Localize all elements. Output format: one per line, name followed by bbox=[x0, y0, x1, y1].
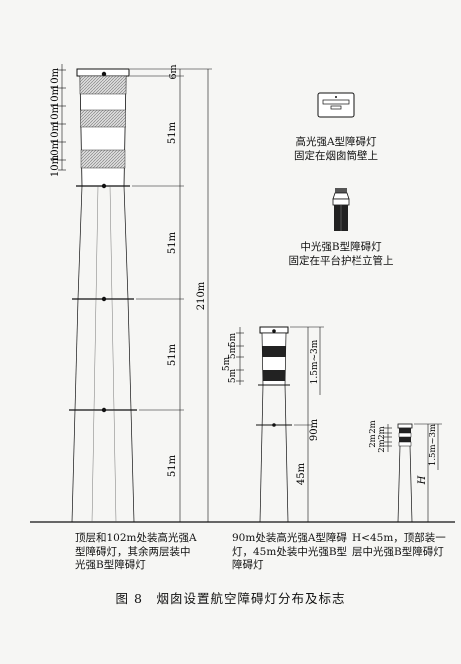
tall-left-dim-3: 10m bbox=[50, 103, 61, 126]
tall-seg-dim-4: 51m bbox=[167, 454, 178, 477]
mid-chimney-caption: 90m处装高光强A型障碍灯，45m处装中光强B型障碍灯 bbox=[232, 532, 348, 571]
mid-left-dim-1: 5m bbox=[228, 332, 238, 347]
mid-left-dim-2: 5m bbox=[228, 344, 238, 359]
tall-total-height: 210m bbox=[196, 281, 207, 310]
mid-left-dim-3: 5m bbox=[222, 356, 232, 371]
small-left-dim-3: 2m bbox=[368, 434, 378, 447]
legend-type-a-icon bbox=[317, 92, 355, 118]
tall-chimney: 10m 10m 10m 10m 10m 10m 6m 51m 51m 51m 5… bbox=[50, 64, 212, 523]
tall-seg-dim-3: 51m bbox=[167, 343, 178, 366]
small-chimney: 2m 2m 2m 2m 1.5m~3m H bbox=[368, 420, 442, 523]
legend-type-b-label: 中光强B型障碍灯 固定在平台护栏立管上 bbox=[288, 241, 394, 267]
small-left-dim-1: 2m bbox=[368, 420, 378, 433]
tall-band-3 bbox=[80, 149, 126, 169]
tall-band-2 bbox=[80, 109, 126, 128]
tall-top-dim: 6m bbox=[168, 64, 179, 79]
small-left-dim-2: 2m bbox=[377, 426, 387, 439]
small-top-range: 1.5m~3m bbox=[428, 424, 438, 466]
tall-seg-dim-1: 51m bbox=[167, 121, 178, 144]
tall-left-dim-5: 10m bbox=[50, 139, 61, 162]
tall-left-dim-1: 10m bbox=[50, 67, 61, 90]
figure-caption: 图 8 烟囱设置航空障碍灯分布及标志 bbox=[115, 591, 346, 606]
tall-left-dim-6: 10m bbox=[50, 154, 61, 177]
tall-top-light bbox=[101, 71, 107, 77]
legend-type-a-label: 高光强A型障碍灯 固定在烟囱筒壁上 bbox=[294, 136, 378, 162]
mid-left-dim-4: 5m bbox=[228, 368, 238, 383]
small-top-cap bbox=[397, 423, 413, 429]
mid-lower-dim: 45m bbox=[296, 462, 307, 485]
mid-height: 90m bbox=[309, 418, 320, 441]
small-height: H bbox=[417, 475, 428, 485]
tall-chimney-caption: 顶层和102m处装高光强A型障碍灯，其余两层装中光强B型障碍灯 bbox=[75, 532, 197, 571]
mid-band-1 bbox=[262, 346, 286, 357]
mid-chimney: 5m 5m 5m 5m 1.5m~3m 90m 45m bbox=[222, 326, 324, 523]
small-left-dim-4: 2m bbox=[377, 439, 387, 452]
tall-left-dim-2: 10m bbox=[50, 85, 61, 108]
mid-top-range: 1.5m~3m bbox=[310, 339, 320, 384]
mid-band-2 bbox=[262, 370, 286, 381]
legend-type-b-icon bbox=[332, 188, 350, 231]
small-chimney-caption: H<45m，顶部装一层中光强B型障碍灯 bbox=[352, 532, 446, 558]
tall-seg-dim-2: 51m bbox=[167, 231, 178, 254]
tall-left-dim-4: 10m bbox=[50, 121, 61, 144]
tall-band-1 bbox=[79, 75, 127, 95]
